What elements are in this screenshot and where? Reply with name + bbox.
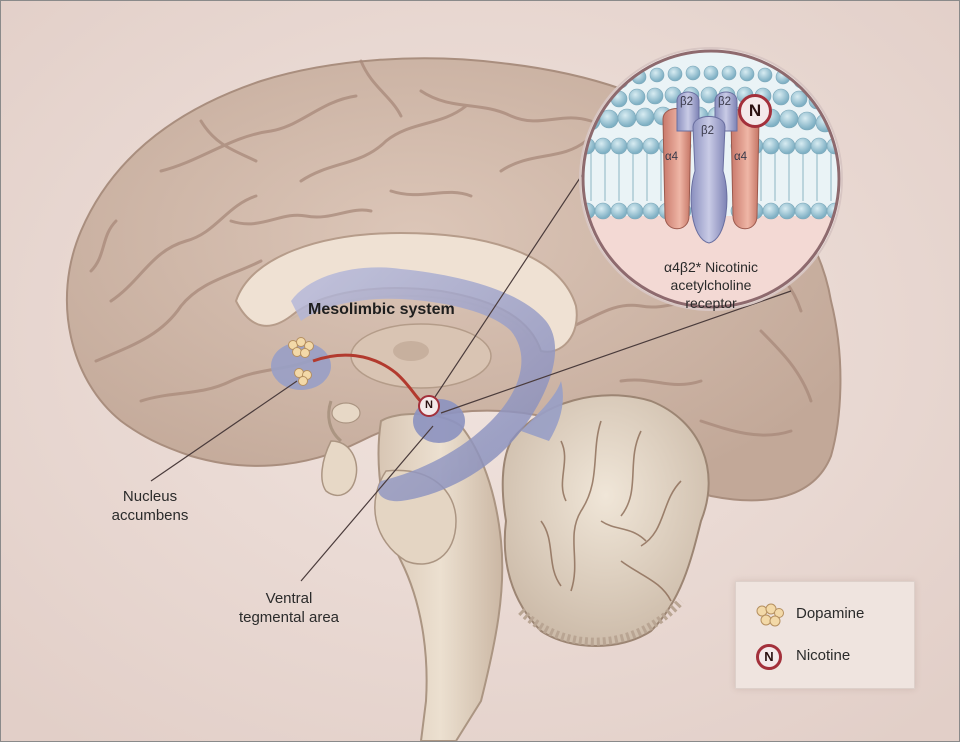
vta-line2: tegmental area [238,609,340,626]
receptor-caption-line3: receptor [685,295,737,311]
vta-line1: Ventral [265,590,313,607]
dopamine-axon [312,353,427,408]
receptor-caption-line2: acetylcholine [670,277,752,293]
dopamine-cluster [288,337,314,386]
beta2-subunit-center [690,116,728,244]
alpha4-subunit-left [662,108,692,230]
subunit-label-beta2-left: β2 [680,96,694,108]
subunit-label-alpha4-right: α4 [734,151,748,163]
nucleus-accumbens-label: Nucleus accumbens [95,487,205,525]
pituitary [321,440,358,497]
legend-label-nicotine: Nicotine [796,647,851,664]
mesolimbic-system-label: Mesolimbic system [308,301,455,318]
receptor-nicotine-badge: N [738,94,772,128]
nucleus-accumbens-line1: Nucleus [122,488,178,505]
subunit-label-beta2-center: β2 [701,125,715,137]
vta-label: Ventral tegmental area [219,589,359,627]
legend-label-dopamine: Dopamine [796,605,865,622]
cerebellum [501,394,710,647]
dopamine-cluster-icon [756,603,784,627]
receptor-caption-line1: α4β2* Nicotinic [664,259,758,275]
receptor-caption: α4β2* Nicotinic acetylcholine receptor [631,258,791,312]
legend-item-dopamine: Dopamine [736,600,914,630]
legend: Dopamine N Nicotine [735,581,915,689]
nicotine-icon: N [756,644,782,670]
legend-item-nicotine: N Nicotine [736,642,914,672]
subunit-label-alpha4-left: α4 [665,151,679,163]
subunit-label-beta2-right: β2 [718,96,732,108]
nucleus-accumbens-line2: accumbens [111,507,189,524]
vta-nicotine-marker: N [418,395,440,417]
